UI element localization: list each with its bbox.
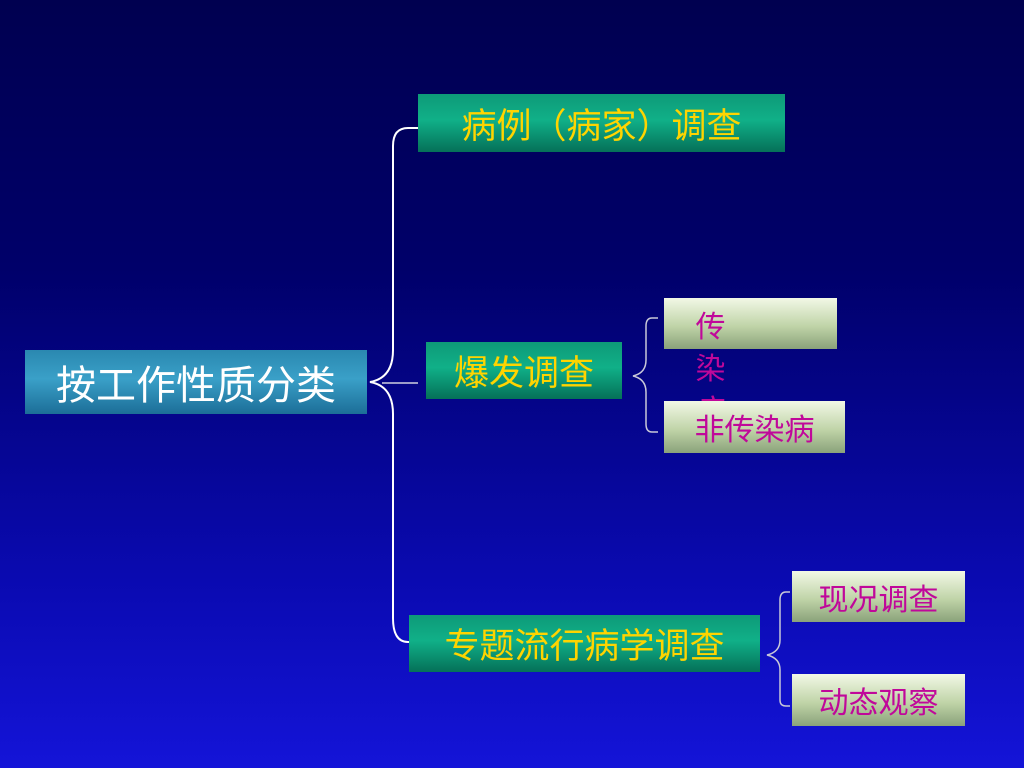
dynamic-observation-node: 动态观察 <box>792 674 965 726</box>
dynamic-observation-label: 动态观察 <box>818 686 939 721</box>
outbreak-survey-node: 爆发调查 <box>426 342 622 399</box>
special-epidemiology-survey-label: 专题流行病学调查 <box>444 627 725 667</box>
non-infectious-disease-label: 非传染病 <box>694 413 815 448</box>
main-brace <box>369 127 418 643</box>
case-survey-node: 病例（病家）调查 <box>418 94 785 152</box>
current-status-survey-label: 现况调查 <box>818 582 939 618</box>
special-brace <box>766 591 790 707</box>
outbreak-survey-label: 爆发调查 <box>453 354 594 394</box>
special-epidemiology-survey-node: 专题流行病学调查 <box>409 615 760 672</box>
non-infectious-disease-node: 非传染病 <box>664 401 845 453</box>
outbreak-brace <box>632 317 658 433</box>
current-status-survey-node: 现况调查 <box>792 571 965 622</box>
infectious-disease-node: 传 染 病 <box>664 298 837 429</box>
case-survey-label: 病例（病家）调查 <box>461 106 742 147</box>
root-label: 按工作性质分类 <box>56 363 336 409</box>
root-node: 按工作性质分类 <box>25 350 367 414</box>
